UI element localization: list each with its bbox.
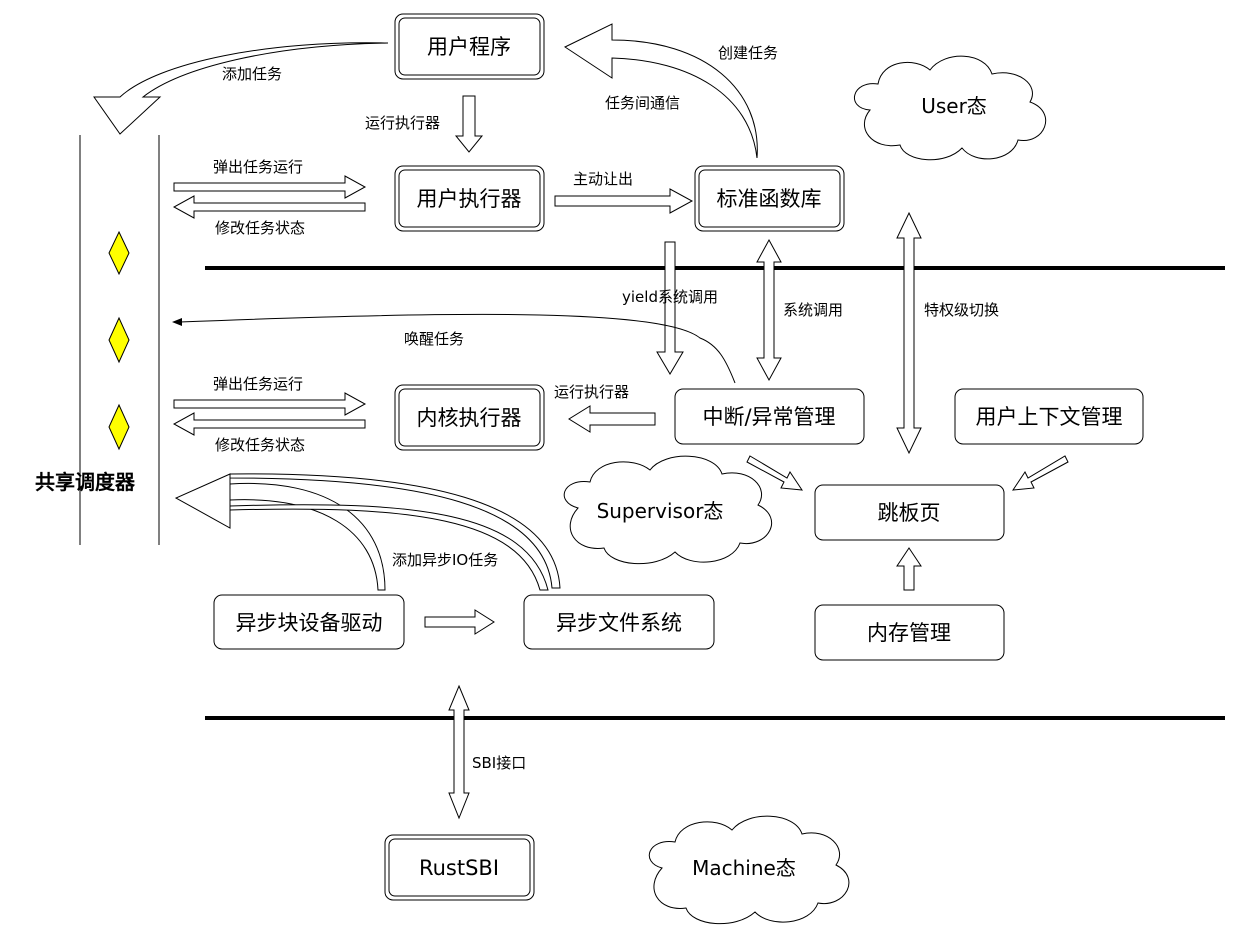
cloud-user-mode: User态 — [853, 55, 1047, 161]
label-wake-task: 唤醒任务 — [404, 330, 464, 348]
arrow-yield-syscall — [656, 241, 684, 375]
task-diamond-1 — [108, 230, 130, 276]
node-trampoline-label: 跳板页 — [878, 501, 941, 525]
arrow-pop-run-bottom — [173, 392, 367, 416]
node-kernel-executor-label: 内核执行器 — [417, 406, 522, 430]
arrow-modify-state-bottom — [172, 412, 366, 436]
node-memory-mgmt[interactable]: 内存管理 — [814, 604, 1005, 661]
arrow-memory-to-trampoline — [896, 547, 922, 591]
label-run-executor-bottom: 运行执行器 — [554, 383, 629, 401]
node-user-program[interactable]: 用户程序 — [394, 13, 545, 80]
arrow-pop-run-top — [173, 175, 367, 199]
arrow-wake-task — [172, 313, 736, 384]
arrow-context-to-trampoline — [1012, 455, 1069, 491]
node-rustsbi[interactable]: RustSBI — [384, 834, 535, 901]
label-priv-switch: 特权级切换 — [924, 301, 999, 319]
arrow-priv-switch — [896, 211, 922, 455]
node-async-block-driver[interactable]: 异步块设备驱动 — [213, 594, 405, 650]
node-interrupt-mgmt-label: 中断/异常管理 — [702, 405, 835, 429]
cloud-machine-label: Machine态 — [692, 856, 796, 880]
node-memory-mgmt-label: 内存管理 — [867, 621, 951, 645]
arrow-add-async-io-fs — [174, 473, 561, 591]
node-kernel-executor[interactable]: 内核执行器 — [394, 384, 545, 451]
label-syscall: 系统调用 — [783, 301, 843, 319]
node-user-executor-label: 用户执行器 — [417, 187, 522, 211]
arrow-modify-state-top — [172, 195, 366, 219]
node-async-fs-label: 异步文件系统 — [556, 611, 682, 635]
cloud-supervisor-label: Supervisor态 — [597, 499, 724, 523]
node-std-lib-label: 标准函数库 — [717, 187, 822, 211]
node-async-fs[interactable]: 异步文件系统 — [523, 594, 715, 650]
label-yield-syscall: yield系统调用 — [622, 288, 718, 306]
node-async-block-driver-label: 异步块设备驱动 — [236, 611, 383, 635]
cloud-user-label: User态 — [921, 94, 987, 118]
node-user-context-mgmt-label: 用户上下文管理 — [976, 405, 1123, 429]
arrow-sbi-interface — [448, 684, 470, 820]
arrow-yield-voluntary — [554, 188, 694, 214]
label-modify-state-top: 修改任务状态 — [215, 219, 305, 237]
arrow-syscall — [756, 238, 782, 382]
arrow-run-executor-top — [454, 95, 484, 153]
task-diamond-2 — [108, 316, 130, 364]
node-std-lib[interactable]: 标准函数库 — [694, 165, 845, 232]
task-diamond-3 — [108, 403, 130, 451]
cloud-machine-mode: Machine态 — [648, 815, 850, 925]
label-task-comm: 任务间通信 — [605, 94, 680, 112]
label-modify-state-bottom: 修改任务状态 — [215, 436, 305, 454]
arrow-add-task — [93, 42, 389, 135]
cloud-supervisor-mode: Supervisor态 — [563, 455, 772, 565]
arrow-driver-to-fs — [424, 609, 495, 635]
label-add-task: 添加任务 — [222, 65, 282, 83]
shared-scheduler: 共享调度器 — [35, 135, 160, 545]
arrow-interrupt-to-trampoline — [746, 455, 803, 491]
arrow-run-executor-bottom — [568, 405, 656, 433]
node-user-executor[interactable]: 用户执行器 — [394, 165, 545, 232]
node-user-program-label: 用户程序 — [427, 35, 511, 59]
node-trampoline[interactable]: 跳板页 — [814, 484, 1005, 541]
label-run-executor-top: 运行执行器 — [365, 114, 440, 132]
node-rustsbi-label: RustSBI — [419, 856, 499, 880]
label-create-task: 创建任务 — [718, 44, 778, 62]
shared-scheduler-label: 共享调度器 — [35, 470, 136, 494]
label-pop-run-bottom: 弹出任务运行 — [213, 375, 303, 393]
label-sbi-interface: SBI接口 — [472, 754, 526, 772]
label-yield-voluntary: 主动让出 — [573, 170, 633, 188]
label-add-async-io: 添加异步IO任务 — [392, 551, 498, 569]
arrow-create-task — [563, 23, 758, 159]
node-interrupt-mgmt[interactable]: 中断/异常管理 — [674, 388, 865, 445]
node-user-context-mgmt[interactable]: 用户上下文管理 — [954, 388, 1144, 445]
label-pop-run-top: 弹出任务运行 — [213, 158, 303, 176]
